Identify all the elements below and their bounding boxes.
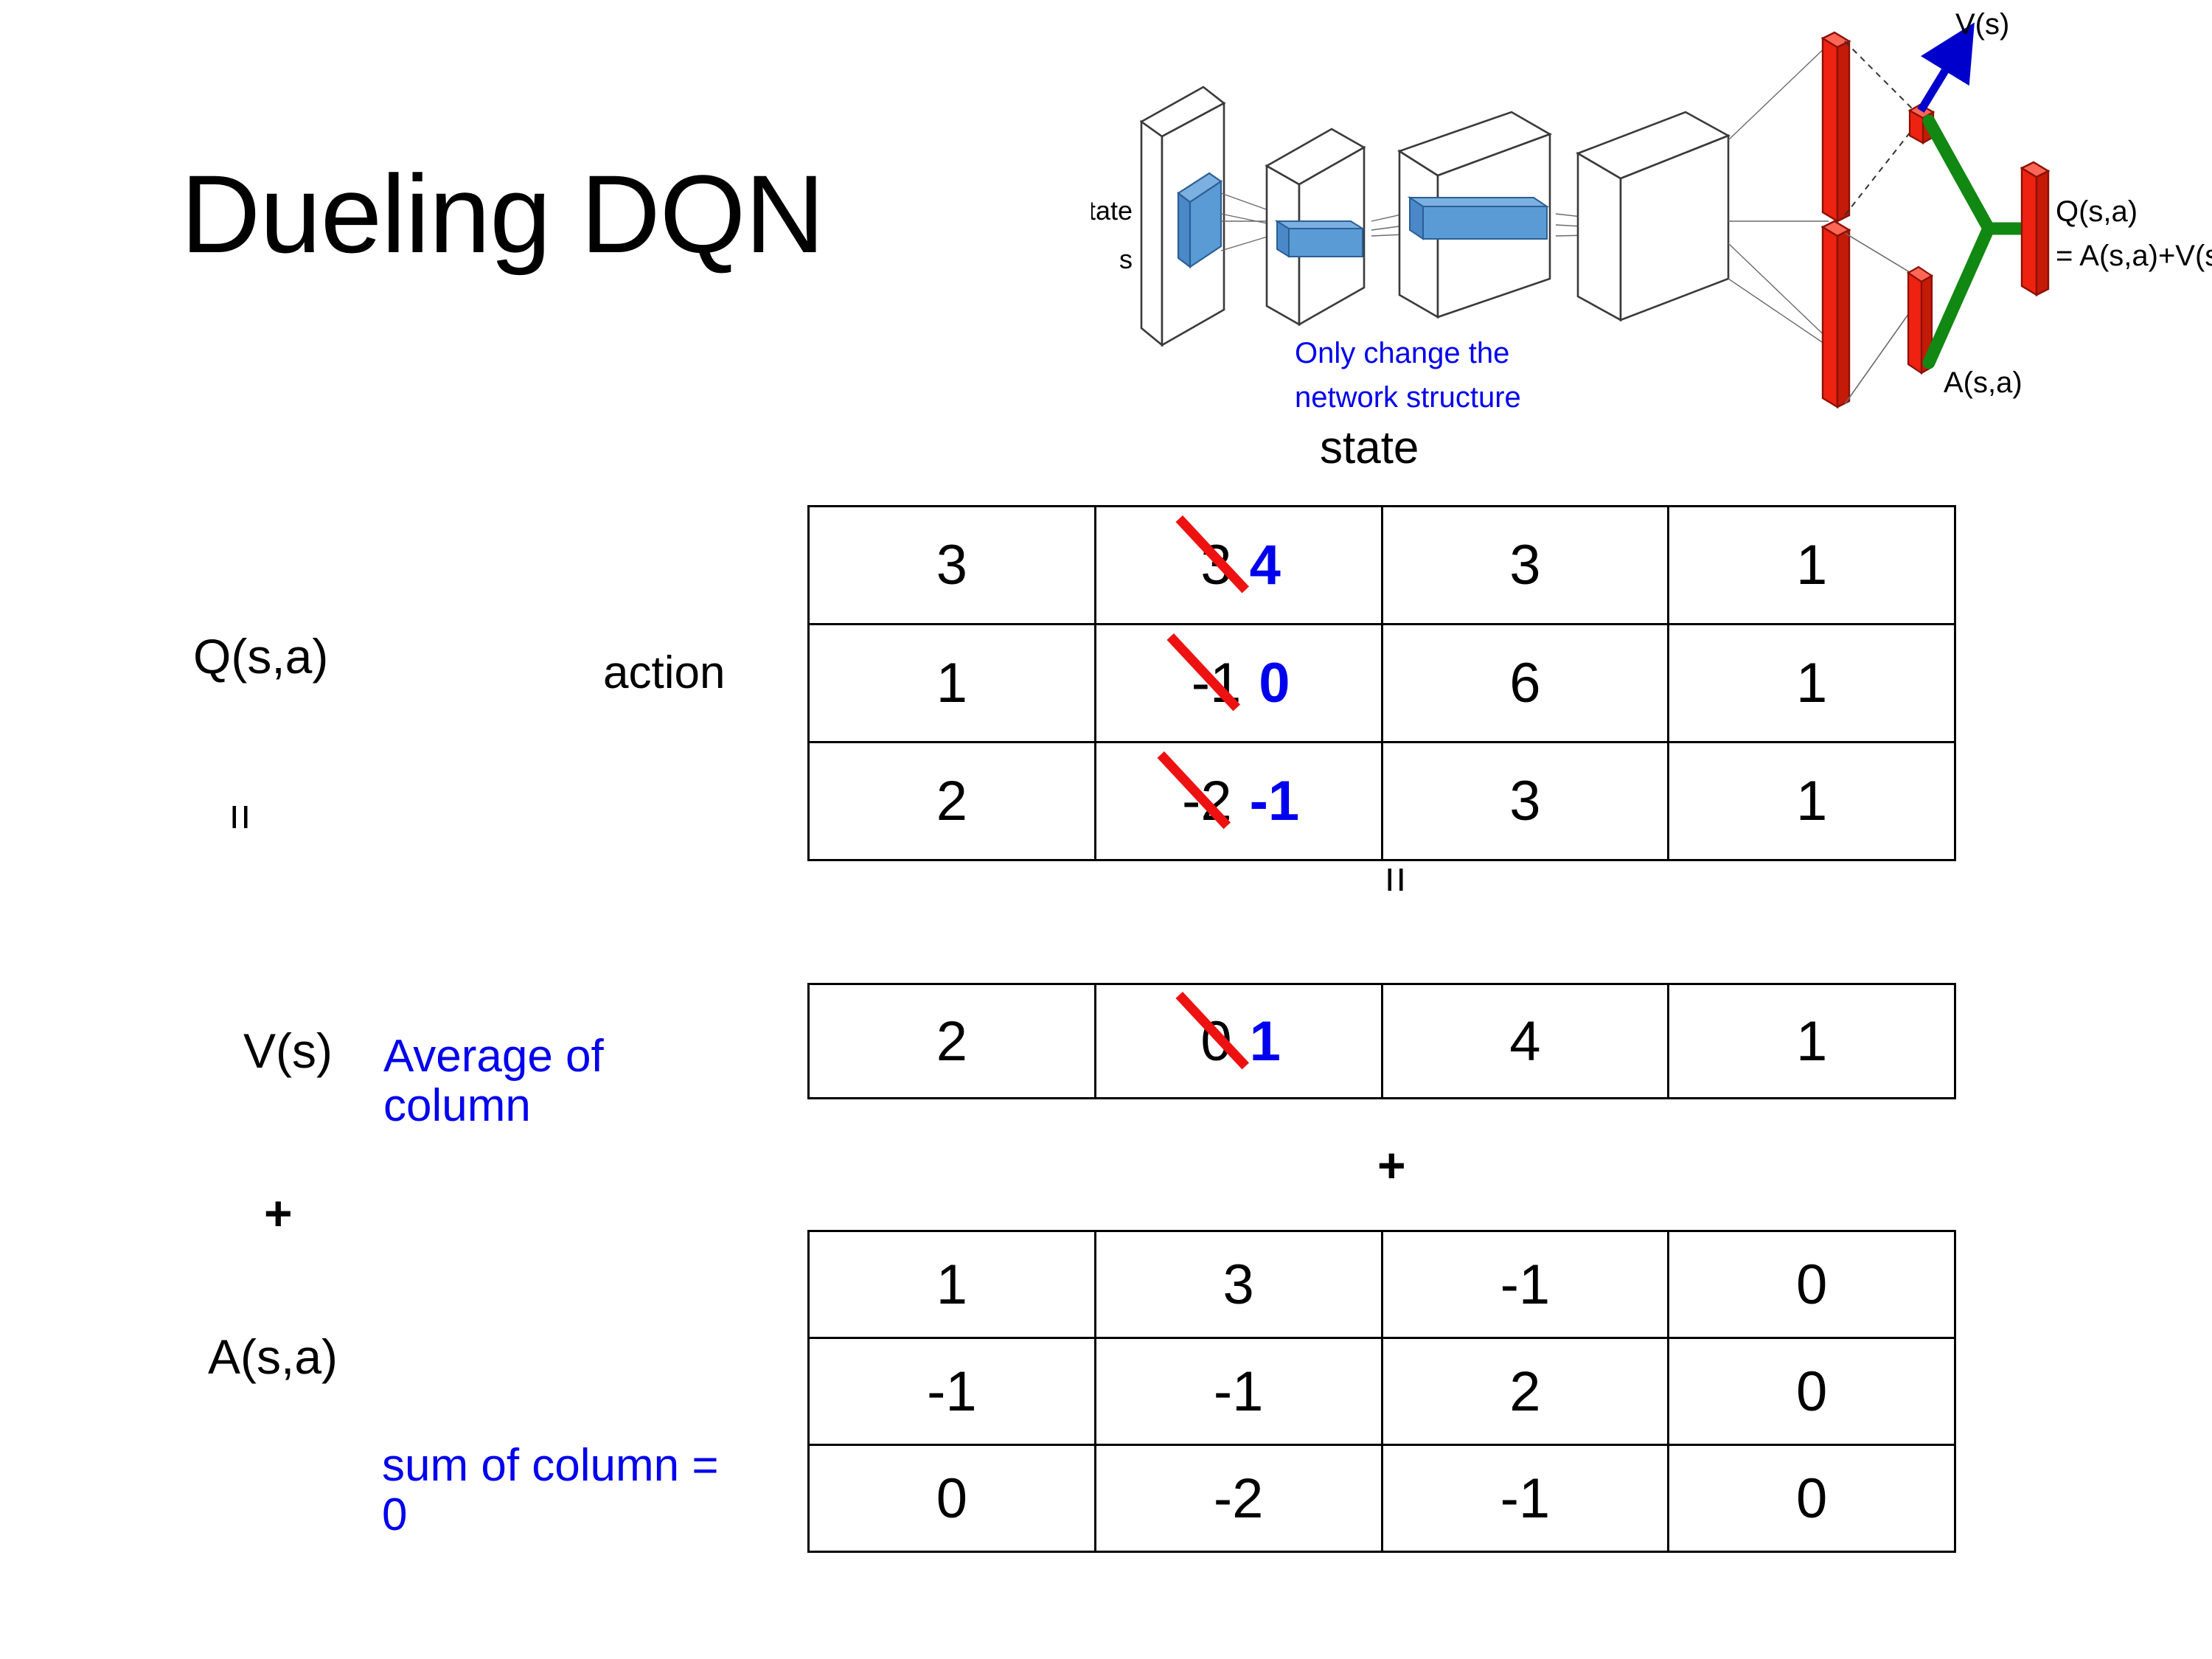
q-cell-r0c0: 3 xyxy=(807,505,1096,625)
diagram-output-label-line1: Q(s,a) xyxy=(2056,195,2138,228)
q-cell-r0c3: 1 xyxy=(1667,505,1956,625)
table-row: 0 -2 -1 0 xyxy=(807,1444,1956,1553)
a-cell-r0c0: 1 xyxy=(807,1230,1096,1339)
diagram-note-line2: network structure xyxy=(1295,381,1521,413)
table-row: 2 0 1 4 1 xyxy=(807,983,1956,1099)
v-function-label: V(s) xyxy=(243,1023,333,1078)
average-note: Average of column xyxy=(383,1031,604,1131)
state-axis-label: state xyxy=(1320,422,1419,473)
diagram-output-label-line2: = A(s,a)+V(s) xyxy=(2056,240,2212,272)
v-cell-r0c3: 1 xyxy=(1667,983,1956,1099)
table-row: 1 3 -1 0 xyxy=(807,1230,1956,1339)
a-cell-r0c2: -1 xyxy=(1380,1230,1670,1339)
struck-value: 3 xyxy=(1196,533,1236,597)
page-title: Dueling DQN xyxy=(181,152,825,276)
v-value-table: 2 0 1 4 1 xyxy=(807,983,1956,1099)
a-cell-r0c1: 3 xyxy=(1093,1230,1383,1339)
a-cell-r1c2: 2 xyxy=(1380,1337,1670,1446)
corrected-value: -1 xyxy=(1249,770,1300,832)
diagram-note-line1: Only change the xyxy=(1295,337,1509,369)
diagram-state-label-line1: State xyxy=(1091,195,1133,226)
corrected-value: 4 xyxy=(1249,534,1281,597)
struck-value: 0 xyxy=(1196,1009,1236,1074)
table-row: 3 3 4 3 1 xyxy=(807,505,1956,625)
diagram-value-label: V(s) xyxy=(1955,8,2009,41)
a-cell-r0c3: 0 xyxy=(1667,1230,1956,1339)
a-cell-r2c0: 0 xyxy=(807,1444,1096,1553)
q-cell-r0c2: 3 xyxy=(1380,505,1670,625)
corrected-value: 1 xyxy=(1249,1009,1281,1073)
dueling-network-diagram: State s Only change the network structur… xyxy=(1091,0,2212,413)
struck-value: -1 xyxy=(1187,651,1246,715)
q-value-table: 3 3 4 3 1 1 -1 0 6 1 2 xyxy=(807,505,1956,861)
struck-value: -2 xyxy=(1178,769,1237,833)
q-cell-r1c0: 1 xyxy=(807,623,1096,743)
table-row: -1 -1 2 0 xyxy=(807,1337,1956,1446)
q-cell-r2c2: 3 xyxy=(1380,741,1670,861)
plus-sign-middle: + xyxy=(1377,1138,1406,1192)
q-cell-r1c2: 6 xyxy=(1380,623,1670,743)
q-cell-r1c3: 1 xyxy=(1667,623,1956,743)
a-cell-r2c2: -1 xyxy=(1380,1444,1670,1553)
plus-sign-left: + xyxy=(264,1186,293,1240)
v-cell-r0c2: 4 xyxy=(1380,983,1670,1099)
a-cell-r1c1: -1 xyxy=(1093,1337,1383,1446)
table-row: 2 -2 -1 3 1 xyxy=(807,741,1956,861)
q-cell-r2c3: 1 xyxy=(1667,741,1956,861)
equals-sign-middle: = xyxy=(1370,866,1421,894)
q-cell-r2c0: 2 xyxy=(807,741,1096,861)
diagram-advantage-label: A(s,a) xyxy=(1944,366,2023,399)
equals-sign-left: = xyxy=(215,804,265,831)
corrected-value: 0 xyxy=(1259,652,1290,714)
q-cell-r0c1: 3 4 xyxy=(1093,505,1383,625)
sum-note: sum of column = 0 xyxy=(382,1440,719,1540)
diagram-state-label-line2: s xyxy=(1119,244,1133,274)
v-cell-r0c1: 0 1 xyxy=(1093,983,1383,1099)
v-cell-r0c0: 2 xyxy=(807,983,1096,1099)
q-cell-r1c1: -1 0 xyxy=(1093,623,1383,743)
a-function-label: A(s,a) xyxy=(208,1329,338,1384)
a-cell-r1c3: 0 xyxy=(1667,1337,1956,1446)
q-cell-r2c1: -2 -1 xyxy=(1093,741,1383,861)
a-cell-r1c0: -1 xyxy=(807,1337,1096,1446)
action-axis-label: action xyxy=(603,647,726,698)
a-cell-r2c1: -2 xyxy=(1093,1444,1383,1553)
q-function-label: Q(s,a) xyxy=(193,629,329,684)
table-row: 1 -1 0 6 1 xyxy=(807,623,1956,743)
advantage-table: 1 3 -1 0 -1 -1 2 0 0 -2 -1 0 xyxy=(807,1230,1956,1553)
a-cell-r2c3: 0 xyxy=(1667,1444,1956,1553)
